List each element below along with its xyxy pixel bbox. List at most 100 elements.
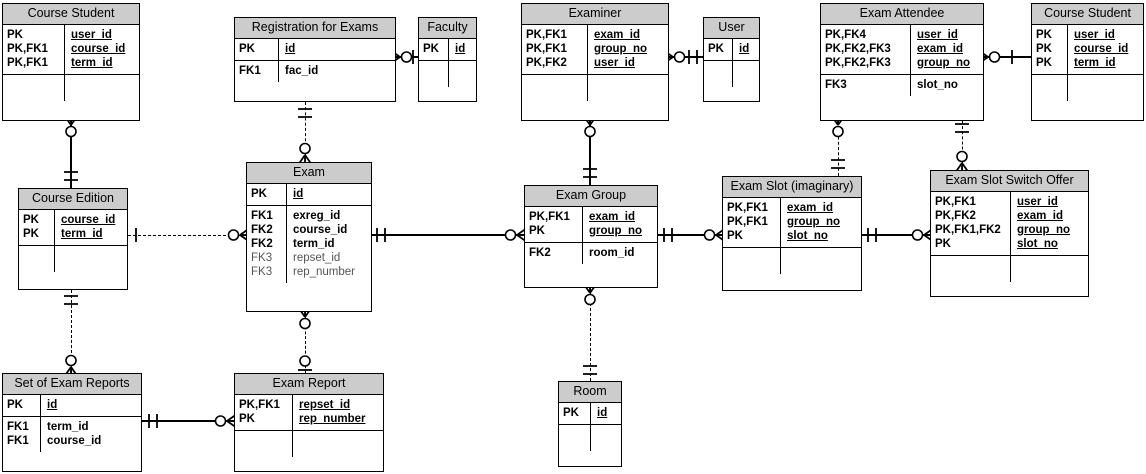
key-label: FK3 (251, 252, 273, 264)
relationship-line-exam-examreport (305, 312, 306, 373)
cardinality-exam-one (361, 215, 401, 255)
attribute-label: group_no (787, 216, 841, 228)
attribute-label: course_id (47, 435, 102, 447)
entity-title-exam-report: Exam Report (235, 374, 383, 395)
entity-body-user: PK id (704, 39, 759, 87)
attribute-column (588, 75, 668, 101)
attribute-column: id (733, 39, 759, 60)
key-label: PK (239, 43, 255, 55)
cardinality-examgroup-one-b (648, 215, 688, 255)
key-label: PK (251, 188, 267, 200)
attribute-label: term_id (293, 238, 335, 250)
key-column: PK (3, 395, 41, 416)
relationship-line-exam-examgroup (372, 234, 524, 236)
attribute-label: id (739, 43, 750, 55)
entity-title-course-student-right: Course Student (1032, 4, 1143, 25)
attribute-label: user_id (1017, 196, 1058, 208)
entity-title-exam-slot: Exam Slot (imaginary) (723, 177, 861, 198)
relationship-line-examiner-examgroup (589, 121, 591, 185)
key-label: PK,FK1 (727, 202, 768, 214)
attribute-label: id (293, 188, 304, 200)
entity-title-exam-group: Exam Group (525, 186, 657, 207)
attribute-label: rep_number (293, 266, 356, 278)
attribute-label: course_id (71, 43, 126, 55)
entity-title-examiner: Examiner (522, 4, 668, 25)
attribute-column: id (41, 395, 141, 416)
cardinality-examslot-one (852, 215, 892, 255)
attribute-column: id (287, 184, 371, 205)
relationship-line-coursestudent-courseedition (70, 121, 72, 188)
attribute-column (591, 425, 621, 451)
key-label: FK1 (7, 421, 29, 433)
attribute-column: id (591, 403, 621, 424)
relationship-line-attendee-coursestudent (984, 56, 1031, 58)
key-column (419, 61, 449, 87)
attribute-section: PK id (704, 39, 759, 60)
attribute-section (1032, 74, 1143, 101)
attribute-label: rep_number (299, 413, 366, 425)
key-label: PK (7, 399, 23, 411)
key-column (931, 256, 1011, 282)
key-column: PK (704, 39, 733, 60)
key-label: PK (23, 214, 39, 226)
relationship-line-examgroup-room (590, 288, 591, 381)
attribute-section (704, 60, 759, 87)
attribute-column: id (449, 39, 476, 60)
attribute-label: group_no (1017, 224, 1071, 236)
attribute-label: user_id (594, 57, 635, 69)
key-column (559, 425, 591, 451)
cardinality-regexams-one (285, 93, 325, 133)
key-label: PK,FK1 (935, 196, 976, 208)
cardinality-examreport-zeroone (285, 344, 325, 384)
attribute-column: fac_id (279, 61, 395, 82)
key-label: PK (1036, 57, 1052, 69)
attribute-label: exreg_id (293, 210, 341, 222)
key-label: FK1 (7, 435, 29, 447)
attribute-label: room_id (589, 247, 635, 259)
attribute-label: exam_id (787, 202, 834, 214)
attribute-label: term_id (61, 228, 103, 240)
entity-title-faculty: Faculty (419, 18, 476, 39)
entity-title-exam-attendee: Exam Attendee (821, 4, 983, 25)
attribute-label: exam_id (917, 43, 964, 55)
entity-title-exam-slot-switch-offer: Exam Slot Switch Offer (931, 171, 1088, 192)
attribute-label: slot_no (1017, 238, 1058, 250)
key-label: PK,FK1 (526, 29, 567, 41)
attribute-column (733, 61, 759, 87)
key-label: PK,FK1,FK2 (935, 224, 1001, 236)
